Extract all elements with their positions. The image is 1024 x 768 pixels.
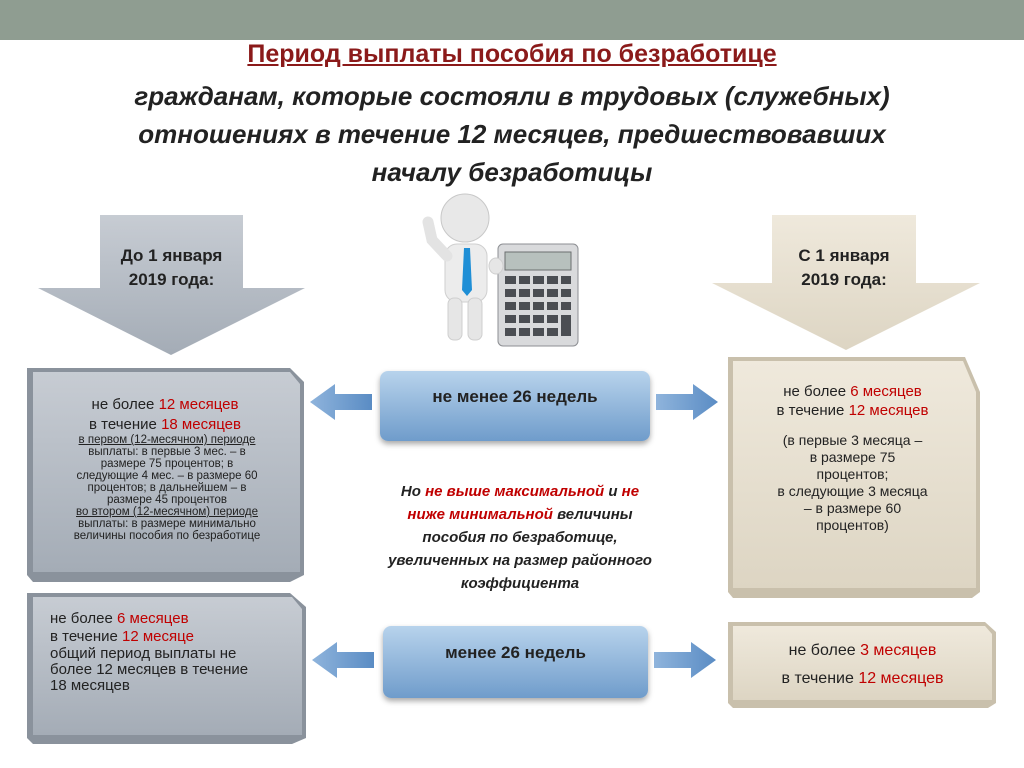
subtitle-line-3: началу безработицы: [371, 157, 653, 187]
center-note: Но не выше максимальной и не ниже минима…: [340, 480, 700, 595]
right-arrow-line-1: С 1 января: [798, 246, 890, 265]
right-box-1-line: в следующие 3 месяца: [777, 483, 928, 499]
detail-line: во втором (12-месячном) периоде: [76, 506, 258, 518]
highlight-text: ниже минимальной: [407, 506, 553, 523]
top-bar: [0, 0, 1024, 40]
right-box-1-line: процентов;: [816, 466, 889, 482]
highlight-text: 12 месяцев: [158, 396, 239, 413]
center-note-line-5: коэффициента: [460, 575, 580, 592]
left-arrow-label: До 1 января 2019 года:: [100, 244, 243, 292]
left-box-1-duration: не более 12 месяцев: [40, 395, 290, 415]
left-box-2-period: в течение 12 месяце: [50, 628, 285, 646]
right-box-1-duration: не более 6 месяцев: [740, 382, 965, 401]
text-part: в течение: [781, 670, 859, 687]
text-part: не более: [91, 396, 159, 413]
right-box-1-line: в размере 75: [809, 449, 896, 465]
highlight-text: 6 месяцев: [850, 383, 922, 400]
detail-line: выплаты: в размере минимально: [78, 518, 256, 530]
center-note-line-1: Но не выше максимальной и не: [340, 480, 700, 503]
subtitle-line-2: отношениях в течение 12 месяцев, предшес…: [138, 119, 886, 149]
text-part: величины: [552, 506, 633, 523]
left-arrow-line-2: 2019 года:: [128, 270, 215, 289]
text-part: в течение: [50, 628, 123, 645]
right-box-1-period: в течение 12 месяцев: [740, 401, 965, 420]
left-box-2-shape: [27, 593, 306, 744]
text-part: в течение: [776, 402, 849, 419]
center-note-line-3: пособия по безработице,: [422, 529, 618, 546]
center-note-line-4: увеличенных на размер районного: [388, 552, 652, 569]
arrow-right-2: [654, 642, 716, 678]
detail-line: выплаты: в первые 3 мес. – в: [88, 446, 246, 458]
highlight-text: не: [621, 483, 640, 500]
text-part: не более: [788, 642, 861, 659]
highlight-text: 12 месяцев: [848, 402, 929, 419]
detail-line: величины пособия по безработице: [73, 530, 261, 542]
right-box-2: не более 3 месяцев в течение 12 месяцев: [740, 637, 985, 693]
highlight-text: 6 месяцев: [117, 610, 189, 627]
left-box-2-duration: не более 6 месяцев: [50, 610, 285, 628]
person-with-calculator-illustration: [422, 193, 579, 347]
arrow-left-2: [312, 642, 374, 678]
page-title: Период выплаты пособия по безработице: [247, 40, 777, 68]
arrow-right-1: [656, 384, 718, 420]
left-box-2-note-line: более 12 месяцев в течение: [50, 661, 249, 678]
right-box-2-duration: не более 3 месяцев: [740, 637, 985, 665]
right-box-1-shape: [728, 357, 980, 598]
text-part: в течение: [89, 416, 162, 433]
center-note-line-2: ниже минимальной величины: [340, 503, 700, 526]
subtitle-line-1: гражданам, которые состояли в трудовых (…: [134, 81, 890, 111]
right-box-2-shape: [728, 622, 996, 708]
right-down-arrow: [712, 215, 980, 350]
right-box-1-line: – в размере 60: [803, 500, 902, 516]
pill-less-26-weeks: менее 26 недель: [383, 626, 648, 698]
text-part: Но: [400, 483, 426, 500]
left-box-1: не более 12 месяцев в течение 18 месяцев: [40, 395, 290, 435]
left-arrow-line-1: До 1 января: [120, 246, 223, 265]
right-arrow-label: С 1 января 2019 года:: [772, 244, 916, 292]
text-part: и: [604, 483, 622, 500]
detail-line: процентов; в дальнейшем – в: [87, 482, 247, 494]
left-box-1-period: в течение 18 месяцев: [40, 415, 290, 435]
right-box-2-period: в течение 12 месяцев: [740, 665, 985, 693]
right-arrow-line-2: 2019 года:: [801, 270, 887, 289]
highlight-text: 18 месяцев: [161, 416, 241, 433]
text-part: не более: [783, 383, 851, 400]
detail-line: следующие 4 мес. – в размере 60: [76, 470, 258, 482]
left-box-1-shape: [27, 368, 304, 582]
right-box-1: не более 6 месяцев в течение 12 месяцев …: [740, 382, 965, 534]
right-box-1-line: (в первые 3 месяца –: [782, 432, 923, 448]
highlight-text: не выше максимальной: [425, 483, 605, 500]
text-part: не более: [50, 610, 118, 627]
detail-line: в первом (12-месячном) периоде: [78, 434, 256, 446]
left-box-2-note-line: 18 месяцев: [50, 677, 130, 694]
left-box-2: не более 6 месяцев в течение 12 месяце о…: [50, 610, 285, 694]
pill-min-26-weeks: не менее 26 недель: [380, 371, 650, 441]
highlight-text: 12 месяцев: [858, 670, 944, 687]
highlight-text: 3 месяцев: [860, 642, 937, 659]
arrow-left-1: [310, 384, 372, 420]
left-down-arrow: [38, 215, 305, 355]
detail-line: размере 75 процентов; в: [100, 458, 234, 470]
left-box-1-details: в первом (12-месячном) периоде выплаты: …: [42, 434, 292, 542]
left-box-2-note-line: общий период выплаты не: [50, 645, 237, 662]
right-box-1-line: процентов): [816, 517, 889, 533]
detail-line: размере 45 процентов: [106, 494, 228, 506]
highlight-text: 12 месяце: [122, 628, 194, 645]
